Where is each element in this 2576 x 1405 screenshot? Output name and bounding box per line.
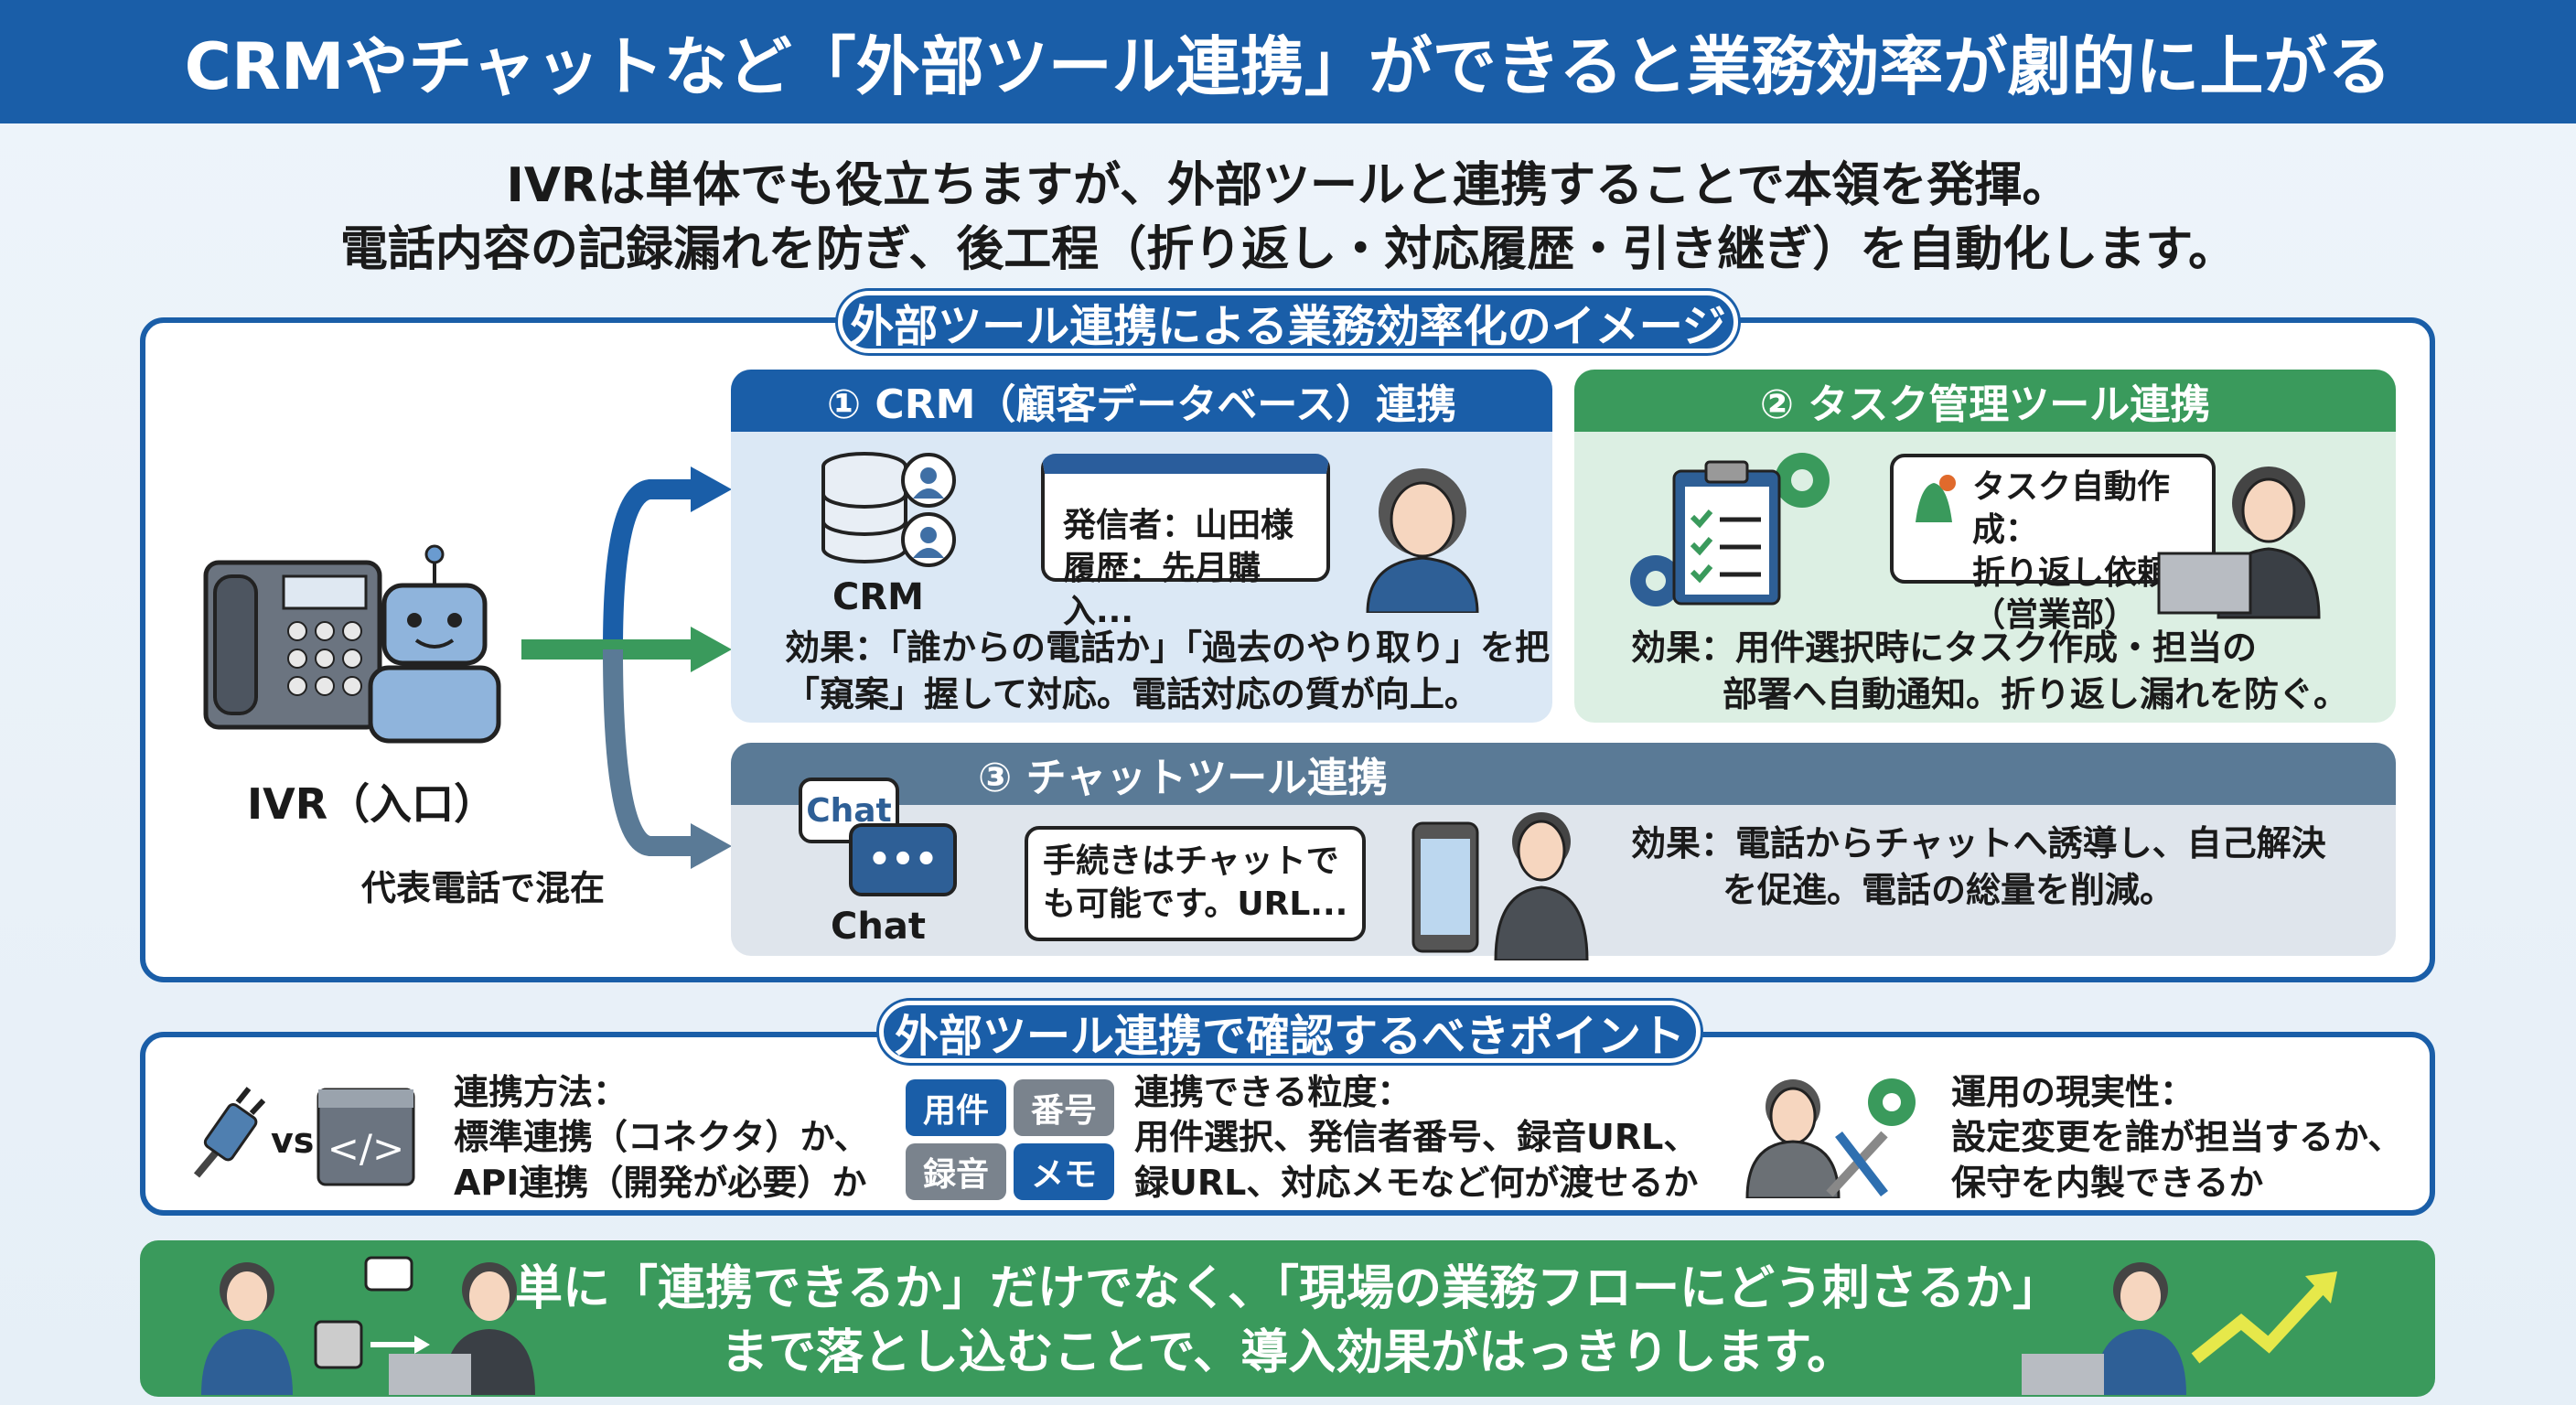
task-notification-bubble: タスク自動作成： 折り返し依頼 （営業部） [1890,454,2216,634]
operator-headset-avatar [1366,468,1479,613]
tag-number: 番号 [1014,1079,1114,1136]
office-worker-laptop-avatar [2157,467,2321,619]
vs-label: vs [271,1121,315,1161]
point-integration-method: 連携方法： 標準連携（コネクタ）か、 API連携（開発が必要）か [454,1072,869,1203]
intro-line-2: 電話内容の記録漏れを防ぎ、後工程（折り返し・対応履歴・引き継ぎ）を自動化します。 [339,222,2237,277]
ivr-sublabel: 代表電話で混在 [361,868,606,908]
smartphone-user-avatar [1411,812,1589,960]
ivr-phone-robot-icon [203,544,501,744]
bell-icon [1916,475,1956,522]
integration-diagram-label: 外部ツール連携による業務効率化のイメージ [838,291,1738,353]
crm-caller-line: 発信者：山田様 [1063,507,1294,544]
chat-panel-header: ③ チャットツール連携 [731,743,2396,805]
svg-text:</>: </> [327,1126,405,1171]
ivr-label: IVR（入口） [247,779,497,829]
points-label: 外部ツール連携で確認するべきポイント [879,1001,1701,1063]
crm-caller-info-bubble: 発信者：山田様 履歴：先月購入... [1041,454,1330,630]
intro-line-1: IVRは単体でも役立ちますが、外部ツールと連携することで本領を発揮。 [506,158,2070,213]
chat-bubble-icon: Chat [799,778,899,843]
point-data-granularity: 連携できる粒度： 用件選択、発信者番号、録音URL、 録URL、対応メモなど何が… [1134,1072,1699,1203]
code-window-icon: </> [317,1088,415,1186]
conclusion-line-2: まで落とし込むことで、導入効果がはっきりします。 [720,1325,1855,1381]
maintenance-person-icon [1745,1078,1916,1198]
task-effect: 効果：用件選択時にタスク作成・担当の 部署へ自動通知。折り返し漏れを防ぐ。 [1631,627,2349,715]
plug-icon [193,1087,265,1178]
crm-effect: 効果：「誰からの電話か」「過去のやり取り」を把 「窺案」握して対応。電話対応の質… [785,627,1551,715]
crm-icon-label: CRM [832,576,924,618]
chat-effect: 効果：電話からチャットへ誘導し、自己解決 を促進。電話の総量を削減。 [1631,823,2326,911]
tag-memo: メモ [1014,1143,1114,1200]
page-title: CRMやチャットなど「外部ツール連携」ができると業務効率が劇的に上がる [0,0,2576,123]
task-checklist-gears-icon [1630,453,1830,606]
task-panel-header: ② タスク管理ツール連携 [1574,370,2396,432]
crm-history-line: 履歴：先月購入... [1063,549,1261,630]
routing-arrows [521,467,732,869]
crm-panel-header: ① CRM（顧客データベース）連携 [731,370,1552,432]
conclusion-line-1: 単に「連携できるか」だけでなく、「現場の業務フローにどう刺さるか」 [515,1261,2060,1316]
chat-icon-label: Chat [831,906,926,948]
chat-guidance-bubble: 手続きはチャットで も可能です。URL... [1025,826,1367,941]
tag-recording: 録音 [906,1143,1006,1200]
tag-inquiry: 用件 [906,1079,1006,1136]
growth-person-icon [2022,1262,2337,1395]
crm-database-icon [821,452,956,567]
point-operational-reality: 運用の現実性： 設定変更を誰が担当するか、 保守を内製できるか [1951,1072,2403,1203]
chat-typing-icon: ••• [849,823,957,896]
team-collaboration-icon [201,1256,535,1395]
